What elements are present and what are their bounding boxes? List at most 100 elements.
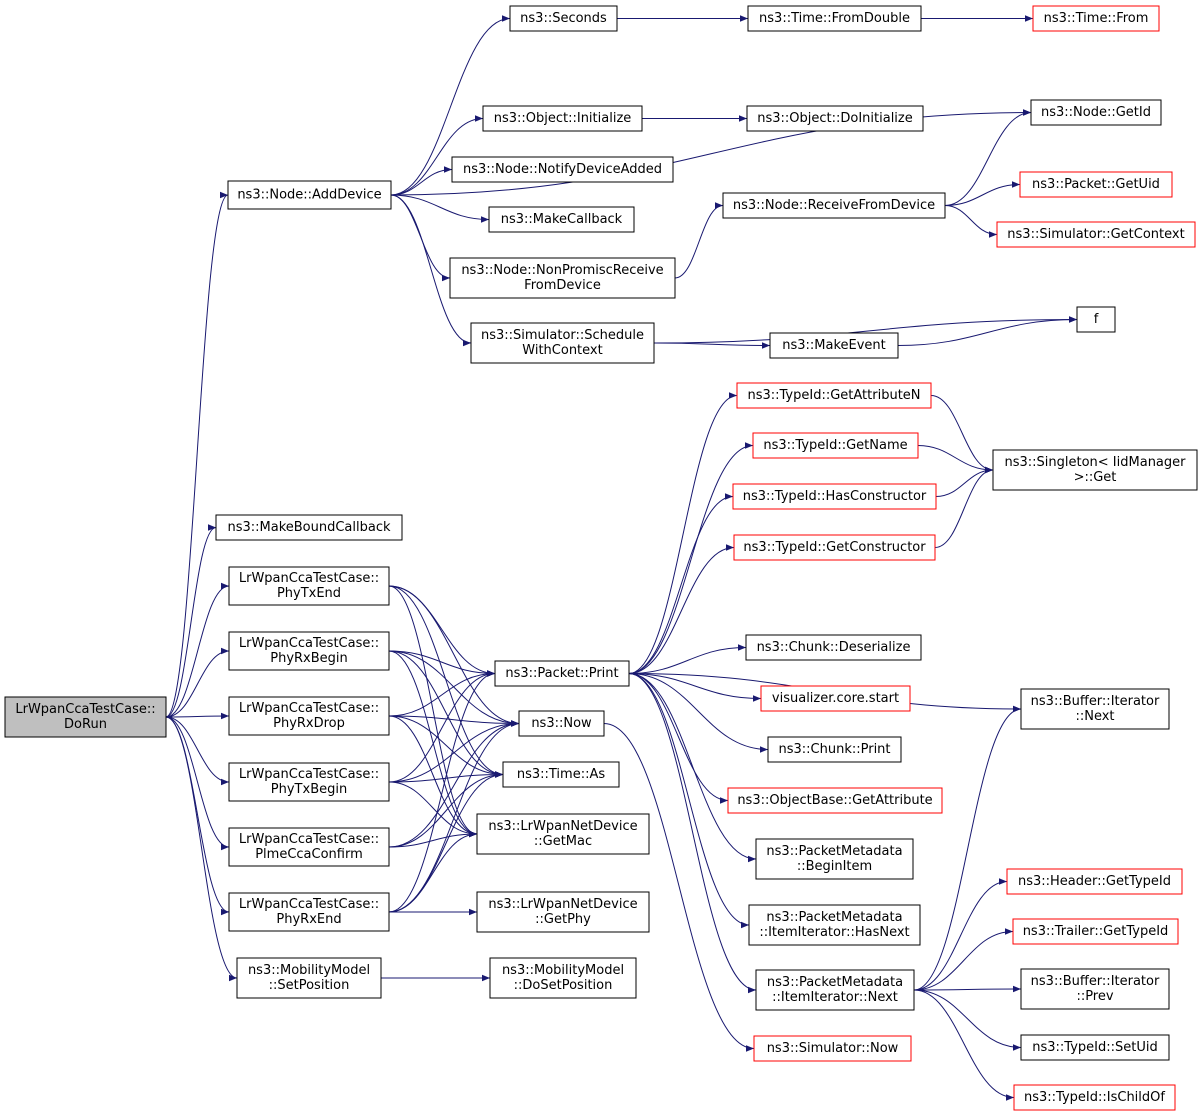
node-now[interactable]: ns3::Now: [518, 710, 605, 737]
node-label: ns3::MobilityModel: [248, 963, 370, 978]
edge-adddevice-to-notify: [390, 166, 453, 196]
node-chunkdeser[interactable]: ns3::Chunk::Deserialize: [745, 634, 922, 661]
node-label: LrWpanCcaTestCase::: [239, 767, 379, 782]
node-dosetpos[interactable]: ns3::MobilityModel::DoSetPosition: [489, 957, 637, 999]
node-getid[interactable]: ns3::Node::GetId: [1030, 99, 1162, 126]
node-simnow[interactable]: ns3::Simulator::Now: [753, 1035, 912, 1062]
node-label: ns3::MobilityModel: [502, 963, 624, 978]
node-box: [4, 696, 167, 738]
node-box: [228, 696, 390, 736]
node-getctx[interactable]: ns3::Simulator::GetContext: [996, 221, 1196, 248]
node-getctor[interactable]: ns3::TypeId::GetConstructor: [733, 534, 936, 561]
edge-packetprint-to-pmhasnext: [628, 673, 750, 929]
edge-phyrxend-to-packetprint: [388, 670, 496, 913]
node-plmecca[interactable]: LrWpanCcaTestCase::PlmeCcaConfirm: [228, 827, 390, 867]
node-trltypeid[interactable]: ns3::Trailer::GetTypeId: [1012, 918, 1179, 945]
node-phyrxdrop[interactable]: LrWpanCcaTestCase::PhyRxDrop: [228, 696, 390, 736]
node-objbaseattr[interactable]: ns3::ObjectBase::GetAttribute: [727, 787, 943, 814]
edge-dorun-to-adddevice: [165, 191, 229, 718]
node-label: LrWpanCcaTestCase::: [239, 701, 379, 716]
node-label: ns3::Node::NotifyDeviceAdded: [463, 162, 662, 177]
node-phytxend[interactable]: LrWpanCcaTestCase::PhyTxEnd: [228, 566, 390, 606]
node-box: [228, 631, 390, 671]
node-pmbegin[interactable]: ns3::PacketMetadata::BeginItem: [755, 838, 914, 880]
node-box: [1020, 1034, 1170, 1061]
node-box: [1006, 868, 1183, 895]
node-pmhasnext[interactable]: ns3::PacketMetadata::ItemIterator::HasNe…: [748, 904, 921, 946]
edge-packetprint-to-chunkdeser: [628, 644, 747, 674]
node-box: [1019, 171, 1173, 198]
node-box: [746, 105, 924, 132]
edge-phyrxdrop-to-timeas: [388, 715, 504, 778]
node-bufprev[interactable]: ns3::Buffer::Iterator::Prev: [1020, 968, 1170, 1010]
node-label: FromDevice: [524, 278, 601, 293]
node-box: [769, 332, 899, 359]
node-box: [753, 1035, 912, 1062]
edge-phyrxbegin-to-getmac: [388, 650, 478, 838]
node-label: PhyRxEnd: [276, 912, 341, 927]
node-label: LrWpanCcaTestCase::: [239, 897, 379, 912]
node-label: ::SetPosition: [269, 978, 350, 993]
node-box: [228, 566, 390, 606]
node-label: ns3::Now: [531, 716, 592, 731]
node-getphy[interactable]: ns3::LrWpanNetDevice::GetPhy: [476, 891, 650, 933]
node-ischildof[interactable]: ns3::TypeId::IsChildOf: [1013, 1084, 1176, 1111]
node-seconds[interactable]: ns3::Seconds: [509, 5, 618, 32]
node-setuid[interactable]: ns3::TypeId::SetUid: [1020, 1034, 1170, 1061]
node-adddevice[interactable]: ns3::Node::AddDevice: [227, 180, 392, 210]
node-doinit[interactable]: ns3::Object::DoInitialize: [746, 105, 924, 132]
node-bufnext[interactable]: ns3::Buffer::Iterator::Next: [1020, 688, 1170, 730]
node-hasctor[interactable]: ns3::TypeId::HasConstructor: [732, 483, 937, 510]
node-getmac[interactable]: ns3::LrWpanNetDevice::GetMac: [476, 813, 650, 855]
edge-phyrxdrop-to-now: [388, 715, 520, 727]
node-label: >::Get: [1074, 470, 1117, 485]
node-box: [992, 449, 1198, 491]
node-makecb[interactable]: ns3::MakeCallback: [488, 206, 635, 233]
node-dorun[interactable]: LrWpanCcaTestCase::DoRun: [4, 696, 167, 738]
node-mobsetpos[interactable]: ns3::MobilityModel::SetPosition: [236, 957, 382, 999]
node-label: ns3::Time::From: [1044, 11, 1149, 26]
node-singleton[interactable]: ns3::Singleton< IidManager>::Get: [992, 449, 1198, 491]
edge-phytxend-to-packetprint: [388, 585, 496, 677]
node-label: ::Next: [1075, 709, 1114, 724]
edge-dorun-to-makebound: [165, 524, 217, 718]
node-box: [470, 322, 655, 364]
node-timeas[interactable]: ns3::Time::As: [502, 761, 620, 788]
node-label: PhyTxBegin: [271, 782, 347, 797]
node-box: [1032, 5, 1160, 32]
node-makebound[interactable]: ns3::MakeBoundCallback: [215, 514, 403, 541]
edge-phyrxbegin-to-now: [388, 650, 520, 727]
edge-dorun-to-mobsetpos: [165, 716, 238, 982]
node-recvfrom[interactable]: ns3::Node::ReceiveFromDevice: [722, 192, 946, 219]
node-getname[interactable]: ns3::TypeId::GetName: [752, 432, 919, 459]
edge-recvfrom-to-getctx: [944, 205, 998, 238]
node-chunkprint[interactable]: ns3::Chunk::Print: [767, 736, 902, 763]
node-label: ns3::Node::NonPromiscReceive: [461, 263, 663, 278]
node-label: ns3::MakeEvent: [782, 338, 886, 353]
node-phyrxend[interactable]: LrWpanCcaTestCase::PhyRxEnd: [228, 892, 390, 932]
node-makeevent[interactable]: ns3::MakeEvent: [769, 332, 899, 359]
node-notify[interactable]: ns3::Node::NotifyDeviceAdded: [451, 156, 674, 183]
node-timefrom[interactable]: ns3::Time::From: [1032, 5, 1160, 32]
node-phytxbegin[interactable]: LrWpanCcaTestCase::PhyTxBegin: [228, 762, 390, 802]
node-label: ns3::PacketMetadata: [766, 910, 902, 925]
node-getuid[interactable]: ns3::Packet::GetUid: [1019, 171, 1173, 198]
node-label: LrWpanCcaTestCase::: [239, 571, 379, 586]
node-vizstart[interactable]: visualizer.core.start: [760, 685, 911, 712]
edge-phytxbegin-to-getmac: [388, 781, 478, 838]
node-getattrn[interactable]: ns3::TypeId::GetAttributeN: [736, 382, 932, 409]
node-hdrtypeid[interactable]: ns3::Header::GetTypeId: [1006, 868, 1183, 895]
edge-recvfrom-to-getuid: [944, 181, 1021, 206]
node-label: ns3::MakeBoundCallback: [227, 520, 391, 535]
node-objinit[interactable]: ns3::Object::Initialize: [482, 105, 643, 132]
node-box: [476, 813, 650, 855]
node-f[interactable]: f: [1076, 306, 1116, 333]
node-packetprint[interactable]: ns3::Packet::Print: [494, 660, 630, 687]
node-phyrxbegin[interactable]: LrWpanCcaTestCase::PhyRxBegin: [228, 631, 390, 671]
node-box: [518, 710, 605, 737]
node-box: [760, 685, 911, 712]
node-fromdouble[interactable]: ns3::Time::FromDouble: [747, 5, 922, 32]
node-pmnext[interactable]: ns3::PacketMetadata::ItemIterator::Next: [755, 969, 915, 1011]
